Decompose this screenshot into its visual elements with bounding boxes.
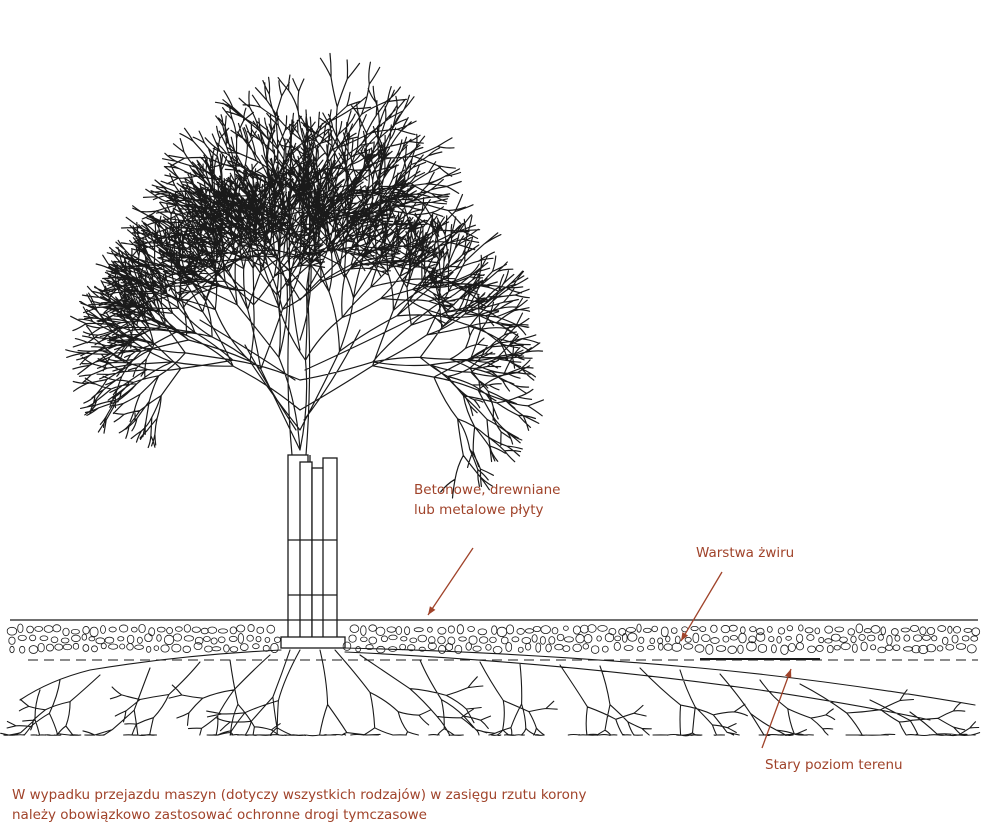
protection-board [300,462,312,641]
plates-label-line-1: Betonowe, drewniane [414,480,560,500]
plates-label: Betonowe, drewniane lub metalowe płyty [414,480,560,520]
gravel-layer-label: Warstwa żwiru [696,543,794,563]
crown-branches [66,54,544,499]
plates-arrow-shaft [428,548,473,615]
gravel-arrow [681,572,722,641]
trunk-protection-boards [281,455,345,648]
protection-board [323,458,337,641]
protection-board [312,468,324,641]
root-system [1,648,980,736]
caption-line-1: W wypadku przejazdu maszyn (dotyczy wszy… [12,785,586,805]
caption-line-2: należy obowiązkowo zastosować ochronne d… [12,805,586,825]
tree-roots [1,648,980,736]
caption: W wypadku przejazdu maszyn (dotyczy wszy… [12,785,586,825]
gravel-arrow-shaft [681,572,722,641]
board-base-plate [281,637,345,648]
tree-crown [66,54,544,499]
gravel-layer [7,624,979,654]
gravel-arrow-head [681,632,688,641]
gravel-stones [7,624,979,654]
old-level-label: Stary poziom terenu [765,755,903,775]
annotation-arrows [428,548,791,748]
plates-arrow-head [428,606,435,615]
plates-arrow [428,548,473,615]
plates-label-line-2: lub metalowe płyty [414,500,560,520]
